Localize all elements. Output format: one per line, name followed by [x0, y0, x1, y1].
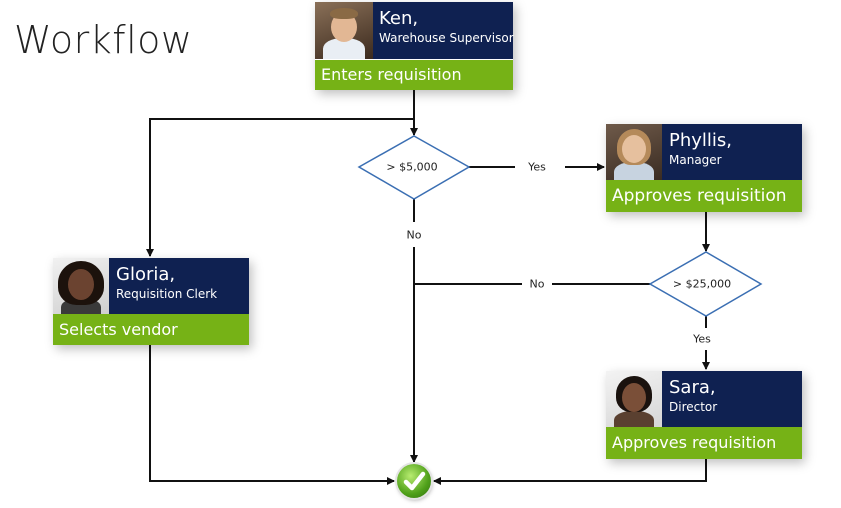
card-phyllis: Phyllis, Manager Approves requisition [606, 124, 802, 212]
decision-2-no-label: No [529, 277, 545, 291]
decision-1-label: > $5,000 [386, 160, 438, 174]
action-label: Approves requisition [606, 180, 802, 212]
connector-sara-to-complete [433, 459, 707, 485]
connector-to-gloria [146, 118, 414, 257]
decision-diamond-2 [648, 251, 763, 317]
person-name: Phyllis, [669, 130, 733, 151]
avatar-ken [315, 2, 373, 59]
connector-gloria-to-complete [149, 345, 395, 485]
action-label: Selects vendor [53, 314, 249, 345]
person-name: Sara, [669, 377, 716, 398]
page-title: Workflow [14, 18, 193, 62]
person-name: Gloria, [116, 264, 176, 285]
checkmark-icon [403, 471, 426, 491]
person-role: Warehouse Supervisor [379, 31, 514, 45]
person-role: Director [669, 400, 718, 414]
decision-2-label: > $25,000 [672, 277, 732, 291]
decision-2-yes-label: Yes [693, 332, 711, 346]
person-name: Ken, [379, 8, 419, 29]
avatar-phyllis [606, 124, 662, 180]
avatar-sara [606, 371, 662, 427]
card-sara: Sara, Director Approves requisition [606, 371, 802, 459]
action-label: Approves requisition [606, 427, 802, 459]
complete-checkmark [397, 464, 431, 498]
person-role: Manager [669, 153, 722, 167]
avatar-gloria [53, 258, 109, 314]
action-label: Enters requisition [315, 60, 513, 90]
decision-1-no-label: No [406, 228, 422, 242]
person-role: Requisition Clerk [116, 287, 218, 301]
card-gloria: Gloria, Requisition Clerk Selects vendor [53, 258, 249, 345]
decision-1-yes-label: Yes [528, 160, 546, 174]
card-ken: Ken, Warehouse Supervisor Enters requisi… [315, 2, 514, 90]
decision-diamond-1 [357, 135, 471, 200]
